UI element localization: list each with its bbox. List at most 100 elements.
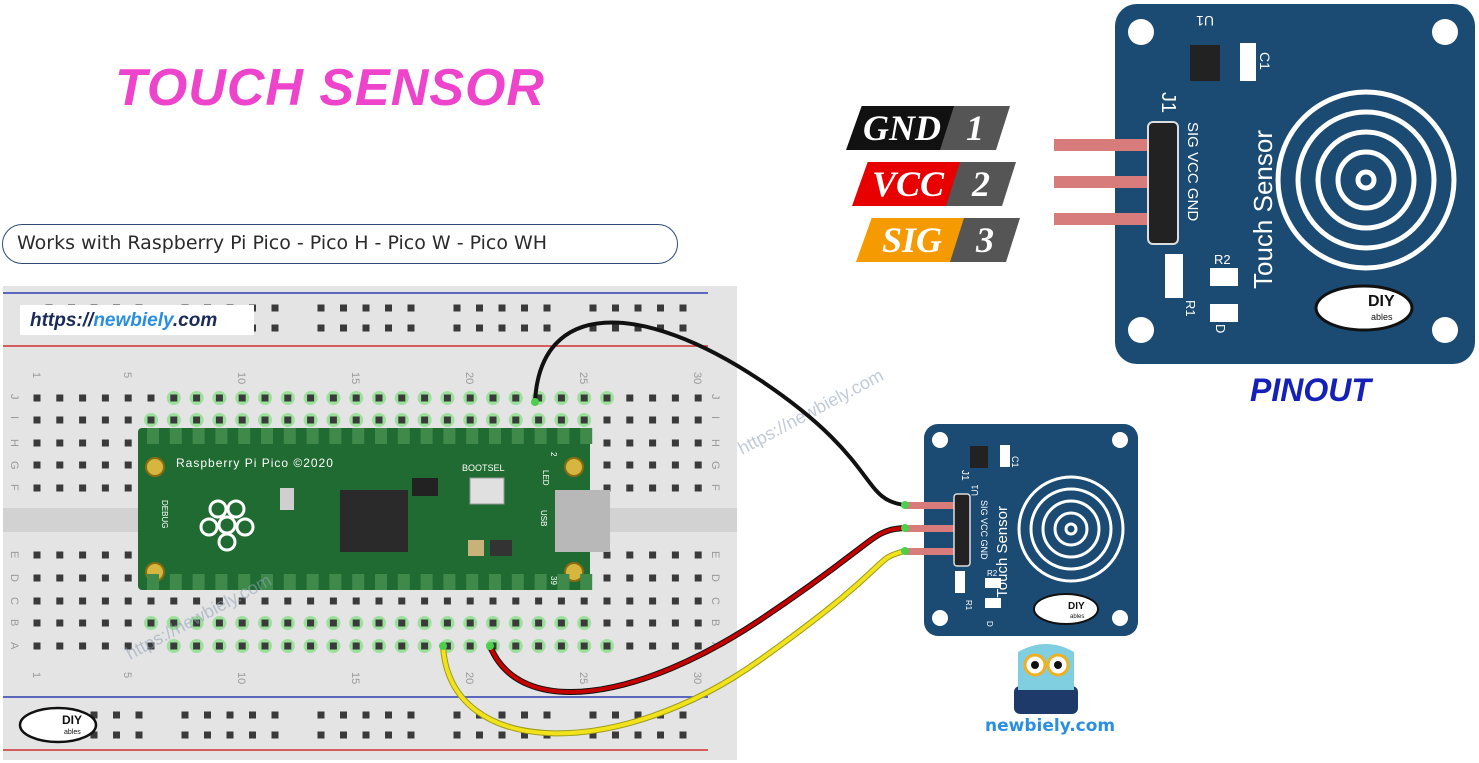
breadboard-hole	[671, 416, 679, 424]
breadboard-hole	[362, 711, 370, 719]
mount-hole	[1112, 432, 1128, 448]
pin-name-gnd: GND	[846, 106, 958, 150]
j1-label: J1	[959, 470, 970, 481]
breadboard-hole	[398, 619, 406, 627]
inductor	[468, 540, 484, 556]
column-number: 15	[349, 672, 361, 684]
pico-pin	[306, 428, 319, 444]
wire-vcc	[488, 526, 906, 695]
logo-top: DIY	[62, 713, 82, 727]
breadboard-hole	[33, 416, 41, 424]
pico-pin	[443, 428, 456, 444]
breadboard-hole	[124, 394, 132, 402]
pico-pin	[169, 428, 182, 444]
row-letter: J	[8, 394, 20, 400]
breadboard-hole	[421, 416, 429, 424]
breadboard-hole	[694, 416, 702, 424]
row-letter: H	[709, 439, 721, 447]
header-pin	[905, 548, 959, 555]
breadboard-hole	[101, 484, 109, 492]
pico-pin	[511, 574, 524, 590]
logo-top: DIY	[1368, 293, 1395, 310]
breadboard-hole	[226, 711, 234, 719]
breadboard-hole	[101, 551, 109, 559]
breadboard-hole	[33, 551, 41, 559]
r1-label: R1	[1183, 300, 1198, 317]
breadboard-hole	[421, 619, 429, 627]
breadboard-hole	[307, 597, 315, 605]
breadboard-hole	[238, 642, 246, 650]
breadboard-hole	[101, 461, 109, 469]
breadboard-hole	[649, 551, 657, 559]
row-letter: J	[709, 394, 721, 400]
breadboard-hole	[466, 394, 474, 402]
breadboard-hole	[317, 304, 325, 312]
breadboard-hole	[33, 574, 41, 582]
breadboard-hole	[261, 394, 269, 402]
breadboard-hole	[101, 619, 109, 627]
breadboard-hole	[33, 394, 41, 402]
breadboard-hole	[498, 304, 506, 312]
breadboard-hole	[215, 597, 223, 605]
breadboard-hole	[317, 731, 325, 739]
breadboard-hole	[543, 711, 551, 719]
breadboard-hole	[512, 642, 520, 650]
wire-endpoint	[531, 398, 539, 406]
pico-pin	[329, 428, 342, 444]
breadboard-hole	[589, 731, 597, 739]
breadboard-hole	[79, 551, 87, 559]
column-number: 5	[121, 372, 133, 378]
breadboard-hole	[407, 324, 415, 332]
breadboard-hole	[181, 731, 189, 739]
breadboard-hole	[317, 711, 325, 719]
breadboard-hole	[512, 619, 520, 627]
touch-pad-icon	[1017, 475, 1125, 583]
breadboard-hole	[33, 484, 41, 492]
breadboard-hole	[512, 394, 520, 402]
column-number: 10	[235, 672, 247, 684]
breadboard-hole	[33, 461, 41, 469]
pico-pin	[238, 574, 251, 590]
breadboard-hole	[375, 416, 383, 424]
breadboard-hole	[101, 439, 109, 447]
breadboard-hole	[113, 731, 120, 739]
breadboard-hole	[375, 642, 383, 650]
mount-hole	[1128, 317, 1154, 343]
mount-hole	[1128, 19, 1154, 45]
url-prefix: https://	[30, 310, 94, 331]
ic-u1	[970, 446, 988, 468]
breadboard-hole	[612, 711, 619, 719]
breadboard-hole	[671, 394, 679, 402]
wires	[439, 320, 909, 737]
breadboard-hole	[657, 731, 664, 739]
breadboard-hole	[626, 642, 634, 650]
breadboard-hole	[421, 394, 429, 402]
breadboard-hole	[375, 394, 383, 402]
pin-name-sig: SIG	[856, 218, 968, 262]
breadboard-hole	[170, 642, 178, 650]
breadboard-hole	[56, 394, 64, 402]
pin-39-label: 39	[549, 576, 558, 585]
breadboard-hole	[657, 304, 664, 312]
bootsel-label: BOOTSEL	[462, 463, 505, 473]
breadboard-hole	[671, 484, 679, 492]
pico-pin	[192, 428, 205, 444]
logo-bottom: ables	[64, 729, 81, 736]
column-number: 30	[691, 372, 703, 384]
breadboard-hole	[271, 324, 279, 332]
breadboard-hole	[307, 619, 315, 627]
breadboard-hole	[626, 394, 634, 402]
breadboard-hole	[170, 619, 178, 627]
breadboard-hole	[580, 642, 588, 650]
mount-hole	[1432, 19, 1458, 45]
breadboard-hole	[124, 416, 132, 424]
breadboard-hole	[580, 394, 588, 402]
pin-number-3: 3	[950, 218, 1020, 262]
wire-endpoint	[901, 547, 909, 555]
breadboard-hole	[421, 597, 429, 605]
touch-pad-icon	[1275, 89, 1457, 271]
breadboard-hole	[284, 416, 292, 424]
breadboard-hole	[694, 439, 702, 447]
breadboard-hole	[489, 597, 497, 605]
